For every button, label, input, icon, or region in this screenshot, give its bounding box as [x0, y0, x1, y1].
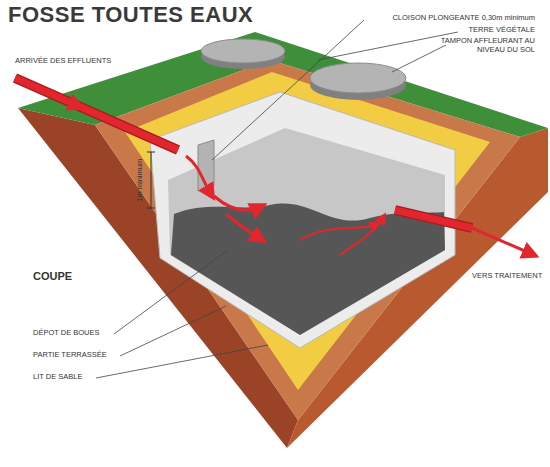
flow-arrow — [472, 228, 534, 255]
tank-liquid — [168, 128, 445, 335]
leader-line — [114, 250, 228, 334]
dimension-label: 1m minimum — [136, 159, 145, 202]
callout-label: TAMPON AFFLEURANT AU NIVEAU DU SOL — [435, 37, 535, 54]
outlet-pipe — [395, 210, 472, 228]
sand-bed — [125, 72, 490, 390]
pipe-label: VERS TRAITEMENT — [472, 272, 542, 281]
callout-label: LIT DE SABLE — [33, 373, 82, 382]
callout-label: CLOISON PLONGEANTE 0,30m minimum — [392, 14, 535, 23]
lid — [310, 63, 406, 93]
inlet-pipe — [15, 78, 178, 150]
dimension-tick — [147, 152, 155, 153]
flow-arrow — [30, 85, 80, 107]
sludge — [171, 203, 445, 335]
leader-line — [318, 32, 458, 60]
leader-line — [392, 45, 446, 72]
outlet-pipe — [395, 210, 472, 228]
dimension-line — [151, 152, 152, 208]
leader-line — [96, 345, 268, 378]
diagram-title: FOSSE TOUTES EAUX — [8, 2, 253, 27]
inlet-pipe — [15, 78, 178, 150]
backfill — [95, 60, 520, 420]
pipe-label: ARRIVÉE DES EFFLUENTS — [15, 57, 111, 66]
flow-arrow — [340, 216, 384, 255]
tank-body — [150, 92, 455, 348]
callout-label: DÉPOT DE BOUES — [33, 329, 100, 338]
callout-label: PARTIE TERRASSÉE — [33, 351, 107, 360]
flow-arrow — [300, 224, 378, 240]
flow-arrow — [186, 156, 212, 196]
section-label: COUPE — [33, 270, 72, 283]
flow-arrow — [214, 196, 262, 210]
lid — [201, 39, 285, 63]
leader-line — [212, 20, 364, 160]
callout-label: TERRE VÉGÉTALE — [468, 26, 535, 35]
dimension-tick — [147, 208, 155, 209]
leader-line — [120, 306, 226, 356]
flow-arrow — [226, 214, 262, 240]
